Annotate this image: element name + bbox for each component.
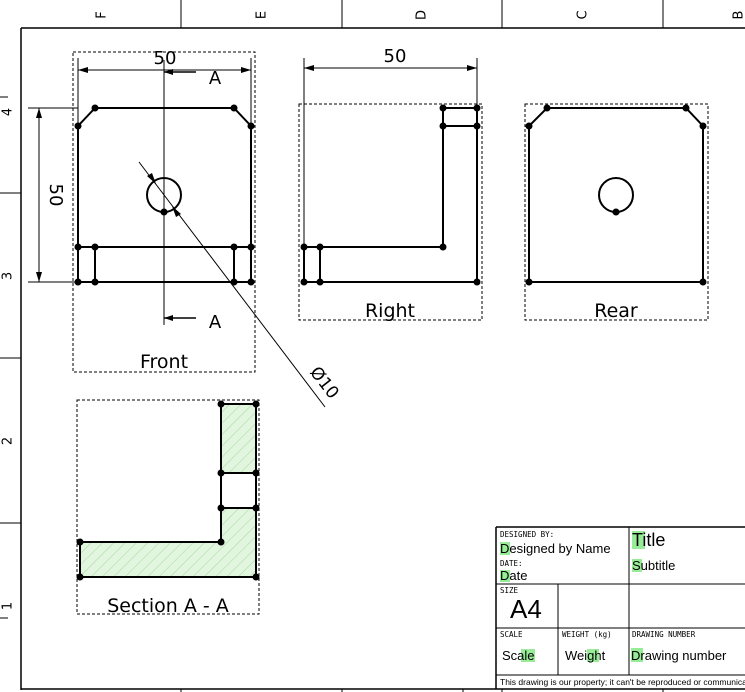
border-column-label: B [732, 11, 745, 20]
size-field[interactable]: A4 [510, 594, 542, 624]
front-view-label: Front [140, 351, 188, 373]
front-view[interactable]: 50 A A 50 Ø10 Front [28, 48, 343, 408]
right-view-label: Right [365, 300, 415, 322]
border-column-label: D [415, 10, 430, 20]
title-block: DESIGNED BY: Designed by Name DATE: Date… [495, 526, 745, 689]
border-row-label: 3 [1, 272, 16, 280]
scale-field[interactable]: Scale [502, 648, 535, 663]
designed-by-field[interactable]: Designed by Name [500, 541, 611, 556]
title-field[interactable]: Title [632, 530, 665, 550]
scale-label: SCALE [500, 630, 523, 639]
date-field[interactable]: Date [500, 568, 527, 583]
rear-view-label: Rear [594, 300, 638, 322]
border-column-label: E [255, 11, 270, 19]
right-outline [303, 107, 478, 283]
section-view[interactable]: Section A - A [76, 399, 260, 617]
border-row-label: 4 [1, 108, 16, 116]
right-width-dimension[interactable]: 50 [384, 46, 407, 67]
subtitle-field[interactable]: Subtitle [632, 558, 675, 573]
section-view-frame[interactable] [76, 399, 260, 615]
right-view-frame[interactable] [298, 103, 483, 321]
drawing-number-field[interactable]: Drawing number [631, 648, 727, 663]
ownership-notice: This drawing is our property; it can't b… [500, 677, 745, 687]
rear-hole [598, 177, 634, 213]
border-column-label: F [95, 11, 110, 18]
front-height-dimension[interactable]: 50 [45, 184, 66, 207]
weight-field[interactable]: Weight [565, 648, 606, 663]
section-vertices [76, 400, 260, 581]
front-view-frame[interactable] [72, 51, 256, 373]
designed-by-label: DESIGNED BY: [500, 530, 554, 539]
rear-view[interactable]: Rear [524, 103, 709, 322]
right-view[interactable]: 50 Right [298, 46, 483, 322]
rear-outline [528, 107, 704, 283]
size-label: SIZE [500, 586, 519, 595]
date-label: DATE: [500, 559, 523, 568]
section-mark-bottom: A [209, 312, 222, 333]
hole-diameter-dimension[interactable]: Ø10 [305, 363, 342, 403]
right-vertices [300, 104, 481, 286]
border-row-label: 1 [1, 602, 16, 610]
front-width-dimension[interactable]: 50 [154, 48, 177, 69]
rear-vertices [525, 104, 707, 286]
section-mark-top: A [209, 68, 222, 89]
section-view-label: Section A - A [107, 595, 229, 617]
drawing-number-label: DRAWING NUMBER [632, 630, 696, 639]
border-column-label: C [576, 10, 591, 19]
weight-label: WEIGHT (kg) [562, 630, 612, 639]
border-row-label: 2 [1, 437, 16, 445]
rear-view-frame[interactable] [524, 103, 709, 321]
